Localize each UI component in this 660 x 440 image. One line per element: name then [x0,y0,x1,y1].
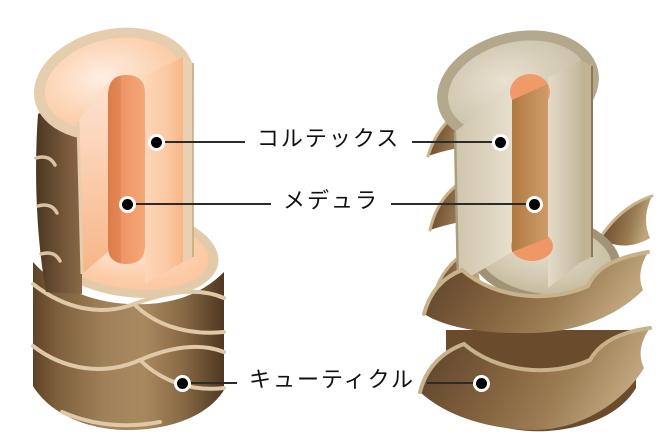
cuticle-marker-left-dot [174,374,191,392]
cuticle-marker-right-dot [473,374,490,392]
hair-shaft-damaged [418,30,654,432]
cuticle-leader-line-right [427,382,473,384]
cuticle-wall [36,104,82,294]
medulla-leader-line-left [136,203,271,205]
medulla-facet-shadow [108,75,121,263]
cortex-marker-left-dot [148,133,165,151]
cortex-inner-rim-damaged [453,131,460,285]
cortex-inner-rim [76,121,84,275]
cortex-cut-face-left [78,82,108,274]
cuticle-edge-strip-damaged [581,60,592,262]
medulla-label: メデュラ [283,189,380,214]
medulla-marker-left-dot [119,195,136,213]
flared-cuticle-scale-row-2 [418,326,652,430]
medulla-marker-right-dot [526,195,544,213]
cuticle-wall-scale-edges [34,155,62,263]
cortex-marker-right-dot [492,133,509,151]
hair-shaft-healthy [31,27,226,430]
medulla-label-row: メデュラ [119,189,544,215]
cortex-cut-face-right-damaged [548,60,581,288]
cortex-leader-line-left [165,141,245,143]
lifted-cuticle-scale-right [598,194,654,246]
medulla-column-damaged [512,84,548,252]
cuticle-label-row: キューティクル [174,368,490,394]
cortex-leader-line-right [412,141,492,143]
flared-cuticle-scale-row-1 [422,250,650,334]
cuticle-label: キューティクル [248,368,416,393]
cortex-cut-face-right [145,57,183,284]
medulla-column [108,75,145,264]
cortex-label: コルテックス [256,127,401,152]
cuticle-leader-line-left [191,382,237,384]
medulla-leader-line-right [391,203,527,205]
cuticle-edge-strip [183,57,193,262]
cortex-label-row: コルテックス [148,127,509,153]
